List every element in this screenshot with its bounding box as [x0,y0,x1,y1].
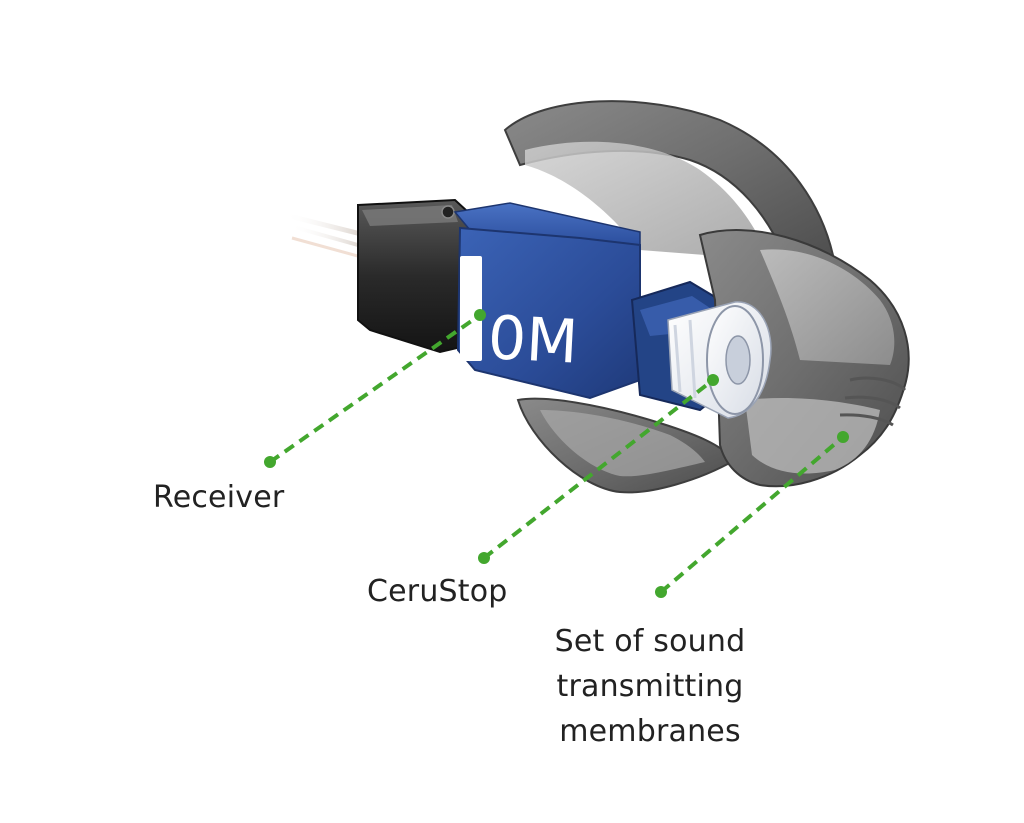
receiver-rear-housing [357,198,472,354]
membranes-callout-dot-target [837,431,849,443]
membranes-label-line2: transmitting [556,669,744,704]
receiver-body: 0M [453,202,641,400]
wire [284,212,366,260]
cerustop-callout [478,374,719,564]
cerustop-callout-dot-target [707,374,719,386]
cerustop-label: CeruStop [367,574,508,609]
membranes-label-line3: membranes [559,714,741,749]
receiver-callout-dot-target [474,309,486,321]
dome-front [698,229,910,488]
receiver-marking-text: 0M [486,303,579,378]
receiver-label: Receiver [153,480,285,515]
membranes-callout [655,431,849,598]
receiver-callout-dot-end [264,456,276,468]
cerustop-filter [667,301,772,419]
cerustop-callout-dot-end [478,552,490,564]
membranes-label: Set of sound transmitting membranes [545,619,755,754]
membranes-label-line1: Set of sound [554,624,746,659]
marking-bar [460,256,482,361]
membranes-callout-dot-end [655,586,667,598]
receiver-callout [264,309,486,468]
callout-lines [264,309,849,598]
